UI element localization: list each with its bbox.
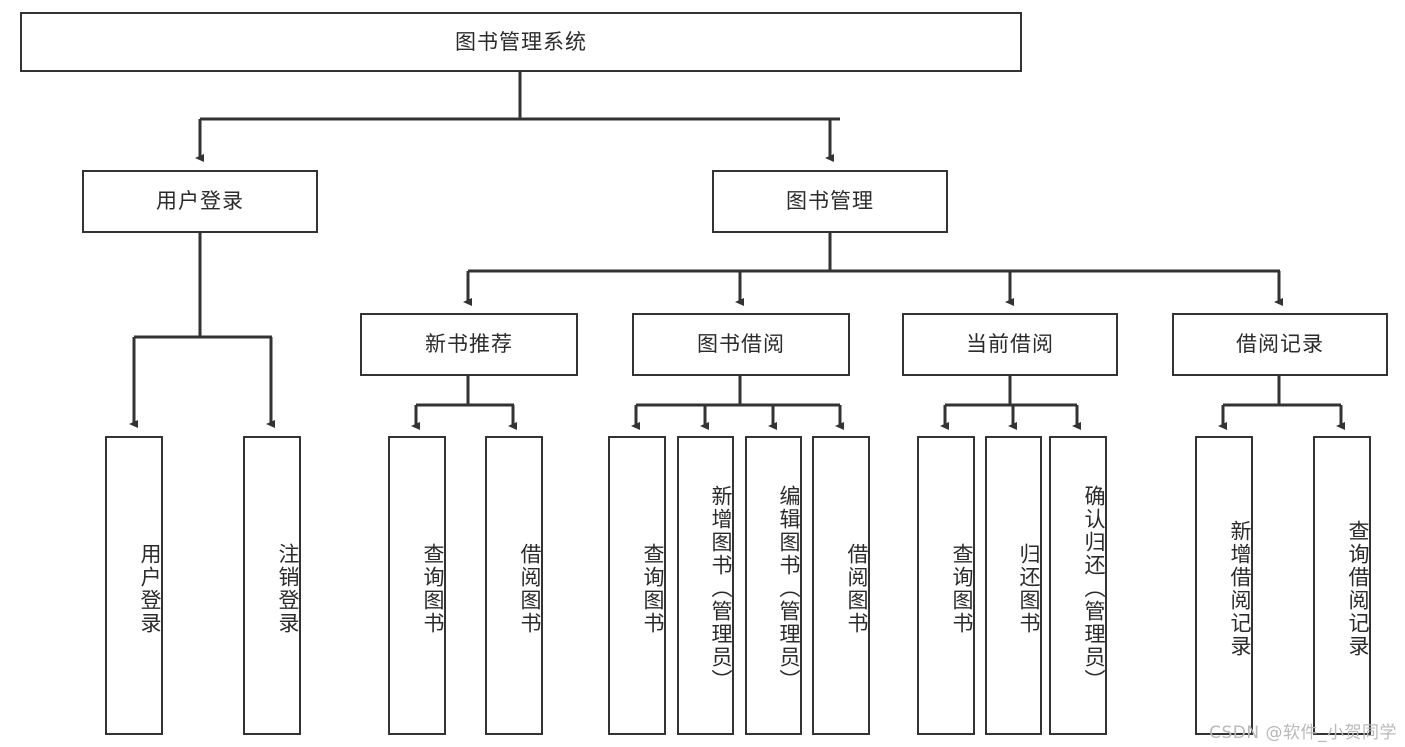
node-leaf-add-book[interactable]: 新增图书（管理员）: [677, 436, 734, 735]
node-leaf-query-record[interactable]: 查询借阅记录: [1313, 436, 1371, 735]
node-label: 新书推荐: [425, 332, 513, 357]
node-label: 编辑图书（管理员）: [777, 485, 801, 692]
node-borrow-record[interactable]: 借阅记录: [1172, 313, 1388, 376]
node-label: 查询借阅记录: [1346, 519, 1370, 658]
node-leaf-query-book-2[interactable]: 查询图书: [608, 436, 666, 735]
node-label: 查询图书: [950, 542, 974, 635]
node-label: 图书管理系统: [455, 29, 587, 54]
node-label: 借阅图书: [845, 542, 869, 635]
node-label: 借阅记录: [1236, 332, 1324, 357]
node-label: 图书借阅: [697, 332, 785, 357]
node-label: 查询图书: [641, 542, 665, 635]
node-label: 查询图书: [421, 542, 445, 635]
csdn-watermark: CSDN @软件_小贺同学: [1209, 723, 1397, 743]
node-leaf-borrow-book-2[interactable]: 借阅图书: [812, 436, 870, 735]
node-label: 归还图书: [1017, 542, 1041, 635]
node-leaf-logout-login[interactable]: 注销登录: [243, 436, 301, 735]
node-leaf-return-book[interactable]: 归还图书: [985, 436, 1042, 735]
node-label: 当前借阅: [966, 332, 1054, 357]
node-root-book-management-system[interactable]: 图书管理系统: [20, 12, 1022, 72]
node-leaf-borrow-book-1[interactable]: 借阅图书: [485, 436, 543, 735]
node-label: 借阅图书: [518, 542, 542, 635]
node-new-book-recommend[interactable]: 新书推荐: [360, 313, 578, 376]
node-label: 用户登录: [156, 189, 244, 214]
node-leaf-add-record[interactable]: 新增借阅记录: [1195, 436, 1253, 735]
node-book-borrow[interactable]: 图书借阅: [632, 313, 850, 376]
node-label: 图书管理: [786, 189, 874, 214]
node-leaf-query-book-3[interactable]: 查询图书: [917, 436, 975, 735]
node-label: 新增借阅记录: [1228, 519, 1252, 658]
node-label: 新增图书（管理员）: [709, 485, 733, 692]
node-label: 确认归还（管理员）: [1082, 485, 1106, 692]
node-leaf-edit-book[interactable]: 编辑图书（管理员）: [745, 436, 802, 735]
node-book-management[interactable]: 图书管理: [712, 170, 948, 233]
node-label: 注销登录: [276, 542, 300, 635]
node-current-borrow[interactable]: 当前借阅: [902, 313, 1118, 376]
node-user-login[interactable]: 用户登录: [82, 170, 318, 233]
node-leaf-query-book-1[interactable]: 查询图书: [388, 436, 446, 735]
node-leaf-user-login[interactable]: 用户登录: [105, 436, 163, 735]
node-label: 用户登录: [138, 542, 162, 635]
node-leaf-confirm-return[interactable]: 确认归还（管理员）: [1049, 436, 1107, 735]
